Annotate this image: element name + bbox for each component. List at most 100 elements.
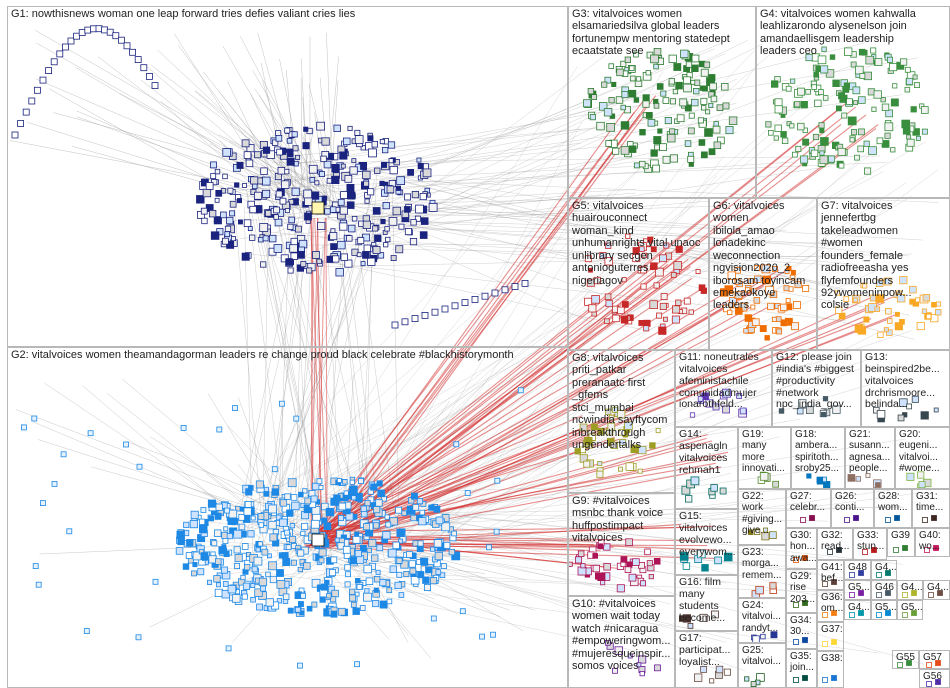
g1-node	[214, 197, 220, 203]
group-panel-g14: G14: aspenagln vitalvoices rehmah1	[675, 427, 738, 509]
g1-node	[290, 237, 298, 246]
g1-node	[329, 232, 338, 241]
group-label-g36: G36: om...	[821, 592, 844, 615]
group-label-g7: G7: vitalvoices jennefertbg takeleadwome…	[821, 200, 912, 312]
g1-node	[304, 212, 312, 221]
g2-node	[214, 512, 222, 520]
group-label-g55: G55	[896, 652, 915, 663]
g1-node	[224, 231, 231, 237]
g2-node	[423, 584, 431, 592]
g1-node	[241, 139, 250, 148]
g2-node	[364, 588, 370, 594]
g1-node	[28, 97, 36, 105]
g1-node	[262, 146, 271, 154]
g1-node	[62, 43, 69, 51]
group-panel-g8: G8: vitalvoices priti_patkar preranaatc …	[568, 350, 675, 493]
g1-node	[374, 167, 381, 174]
edge	[373, 48, 715, 188]
g1-node	[383, 242, 389, 248]
group-label-g32: G32: read...	[821, 530, 850, 553]
g1-node	[329, 206, 337, 213]
g1-node	[346, 201, 355, 209]
group-panel-g13: G13: beinspired2be... vitalvoices drchri…	[861, 350, 950, 427]
g1-node	[451, 302, 459, 310]
g1-node	[392, 206, 401, 216]
g2-node	[405, 551, 413, 558]
g1-node	[242, 183, 247, 188]
g1-node	[264, 210, 272, 217]
group-panel-g3: G3: vitalvoices women elsamariedsilva gl…	[568, 6, 756, 198]
g2-node	[422, 576, 430, 584]
edge	[203, 208, 816, 555]
g2-node	[410, 492, 418, 500]
group-panel-g22: G22: work #giving... give...	[738, 489, 786, 545]
edge	[280, 105, 583, 226]
g2-node	[398, 538, 403, 544]
g1-node	[340, 163, 346, 169]
g1-node	[213, 216, 222, 225]
edge	[355, 227, 711, 237]
g2-node	[387, 548, 397, 558]
group-label-g30: G30: hon... awa...	[790, 530, 817, 564]
g1-node	[347, 125, 353, 132]
edge-bundle	[326, 285, 765, 537]
g2-node	[318, 557, 325, 564]
node-layer	[11, 25, 943, 687]
edge	[222, 46, 319, 211]
g1-node	[390, 255, 397, 261]
g1-node	[414, 215, 421, 222]
edge-bundle	[325, 217, 328, 541]
g2-node	[377, 489, 385, 498]
g1-node	[339, 151, 348, 160]
g2-node	[434, 551, 444, 561]
group-panel-g4w: G4...	[844, 600, 871, 620]
g1-node	[221, 237, 229, 245]
group-label-g35: G35: join...	[790, 651, 814, 674]
edge	[39, 542, 297, 555]
edge	[379, 121, 583, 506]
g2-node	[321, 502, 329, 511]
g1-node	[354, 135, 364, 144]
edge	[15, 409, 310, 522]
group-panel-g4: G4: vitalvoices women kahwalla leahlizar…	[756, 6, 950, 198]
edge-bundle	[311, 526, 692, 533]
g2-node	[440, 563, 447, 569]
g1-node	[339, 222, 348, 231]
edge	[387, 220, 786, 231]
g2-node	[291, 501, 300, 511]
g2-node	[268, 561, 277, 571]
g1-node	[346, 183, 355, 192]
g1-node	[73, 32, 80, 40]
edge-bundle	[329, 296, 874, 549]
g1-node	[112, 32, 120, 40]
g1-node	[39, 76, 47, 84]
group-label-g37: G37:	[821, 624, 843, 635]
g1-node	[151, 82, 159, 89]
g1-node	[417, 162, 424, 170]
g2-node	[266, 553, 272, 559]
g2-node	[363, 564, 372, 574]
g1-node	[337, 198, 345, 206]
edge	[323, 162, 593, 206]
group-panel-g33: G33: stun...	[853, 528, 887, 560]
g1-node	[312, 251, 320, 259]
g1-node	[288, 216, 295, 224]
group-panel-g48: G48	[844, 560, 871, 580]
g2-node	[303, 504, 313, 514]
g1-node	[398, 223, 405, 230]
group-panel-g5y: G5...	[871, 600, 897, 620]
g1-node	[306, 267, 313, 274]
g2-node	[287, 478, 297, 488]
group-panel-g37: G37:	[817, 622, 844, 651]
g2-node	[371, 554, 379, 562]
group-label-g33: G33: stun...	[857, 530, 885, 553]
g1-node	[196, 195, 205, 204]
g1-node	[291, 131, 298, 138]
group-panel-g32: G32: read...	[817, 528, 853, 560]
edge	[321, 545, 332, 587]
edge	[288, 190, 915, 340]
g1-node	[317, 221, 326, 231]
g1-node	[200, 207, 208, 215]
g1-node	[481, 292, 489, 300]
g2-node	[276, 569, 284, 577]
